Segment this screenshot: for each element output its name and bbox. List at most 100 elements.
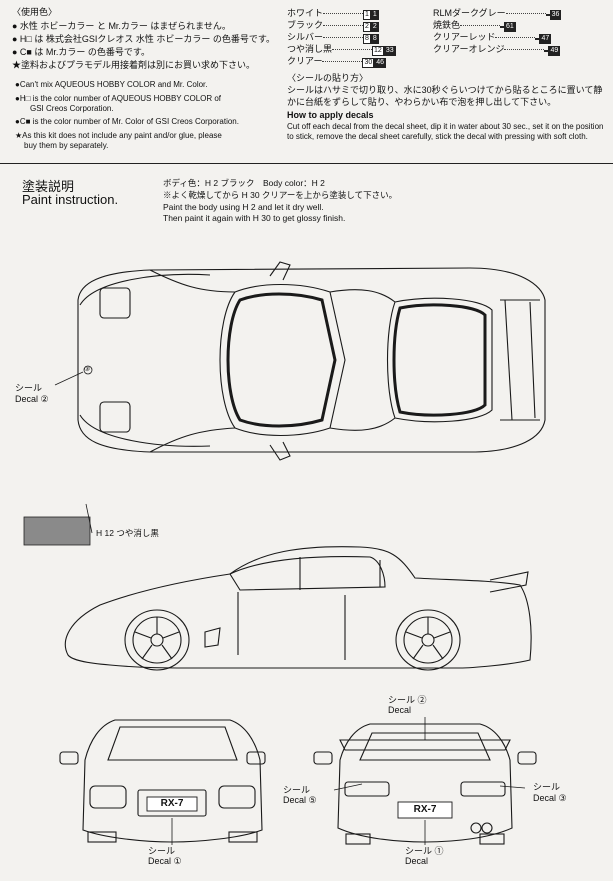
- decal-label-front-bottom-jp: シール: [148, 846, 176, 856]
- leader-dots: [460, 25, 501, 27]
- leader-dots: [323, 13, 364, 15]
- car-side-view: [64, 546, 532, 671]
- decal-label-rear-top-jp: シール ②: [388, 695, 427, 705]
- decal-label-rear-left-jp: シール: [283, 785, 311, 795]
- paint-line-3: Paint the body using H 2 and let it dry …: [163, 202, 324, 212]
- mr-color-code: 47: [539, 34, 552, 44]
- colors-en-line-2: ●H□ is the color number of AQUEOUS HOBBY…: [15, 94, 222, 103]
- colors-en-line-3: GSI Creos Corporation.: [30, 104, 114, 113]
- mr-color-code: 36: [549, 10, 562, 20]
- decal-rear-left-num: ⑤: [308, 795, 317, 805]
- paint-title-en: Paint instruction.: [22, 192, 119, 207]
- decal-label-rear-right-jp: シール: [533, 782, 561, 792]
- paint-line-1: ボディ色：H 2 ブラック Body color：H 2: [163, 178, 325, 188]
- colors-used-line-2: ● H□ は 株式会社GSIクレオス 水性 ホビーカラー の色番号です。: [12, 34, 275, 44]
- colors-used-line-1: ● 水性 ホビーカラー と Mr.カラー はまぜられません。: [12, 21, 231, 31]
- hobby-color-code: [545, 14, 550, 16]
- color-name: RLMダークグレー: [433, 8, 506, 18]
- decal-label-top-en: Decal ②: [15, 394, 49, 404]
- colors-used-line-3: ● C■ は Mr.カラー の色番号です。: [12, 47, 150, 57]
- decal-rear-left-en-text: Decal: [283, 795, 307, 805]
- decal-label-rear-right-en: Decal ③: [533, 793, 567, 803]
- leader-dots: [323, 25, 364, 27]
- leader-dots: [332, 49, 373, 51]
- hobby-color-code: 2: [363, 22, 371, 32]
- colors-en-line-1: ●Can't mix AQUEOUS HOBBY COLOR and Mr. C…: [15, 80, 208, 89]
- car-top-view: [77, 261, 546, 461]
- rear-plate: RX-7: [413, 804, 437, 815]
- car-rear-view: [313, 723, 537, 845]
- color-name: 焼鉄色: [433, 20, 461, 30]
- color-name: ホワイト: [287, 8, 324, 18]
- decal-label-front-bottom-en: Decal ①: [148, 856, 182, 866]
- swatch-label: H 12 つや消し黒: [96, 527, 159, 539]
- decal-label-top-jp: シール: [15, 383, 43, 393]
- hobby-color-code: [544, 50, 549, 52]
- color-table-row: RLMダークグレー 36: [433, 8, 562, 20]
- mr-color-code: 8: [370, 34, 379, 44]
- decal-label-rear-top-en: Decal: [388, 705, 412, 715]
- hobby-color-code: [535, 38, 540, 40]
- leader-dots: [495, 37, 536, 39]
- leader-dots: [323, 37, 364, 39]
- mr-color-code: 2: [370, 22, 379, 32]
- color-name: ブラック: [287, 20, 324, 30]
- decal-howto-title: 〈シールの貼り方〉: [287, 73, 369, 83]
- hobby-color-code: [500, 26, 505, 28]
- mr-color-code: 49: [548, 46, 561, 56]
- swatch-name: つや消し黒: [116, 528, 159, 538]
- decal-label-rear-left-en: Decal ⑤: [283, 795, 317, 805]
- decal-front-bottom-num: ①: [173, 856, 182, 866]
- car-front-view: [59, 719, 266, 843]
- hobby-color-code: 8: [363, 34, 371, 44]
- paint-line-4: Then paint it again with H 30 to get glo…: [163, 213, 346, 223]
- colors-en-line-4: ●C■ is the color number of Mr. Color of …: [15, 117, 239, 126]
- color-name: クリアー: [287, 56, 323, 66]
- color-table-row: 焼鉄色 61: [433, 20, 516, 32]
- color-table-row: クリアーオレンジ 49: [433, 44, 561, 56]
- section-divider: [0, 163, 613, 164]
- decal-rear-top-jp-text: シール: [388, 695, 416, 705]
- colors-used-line-4: ★塗料およびプラモデル用接着剤は別にお買い求め下さい。: [12, 60, 256, 70]
- decal-label-rear-bottom-jp: シール ①: [405, 846, 444, 856]
- color-name: つや消し黒: [287, 44, 333, 54]
- decal-howto-en-body: Cut off each decal from the decal sheet,…: [287, 122, 604, 141]
- decal-label-top-num: ②: [40, 394, 49, 404]
- hobby-color-code: 30: [362, 58, 375, 68]
- color-name: クリアーオレンジ: [433, 44, 505, 54]
- decal-front-bottom-en-text: Decal: [148, 856, 172, 866]
- decal-label-rear-bottom-en: Decal: [405, 856, 429, 866]
- decal-howto-body: シールはハサミで切り取り、水に30秒ぐらいつけてから貼るところに置いて静かに台紙…: [287, 85, 603, 107]
- decal-rear-right-en-text: Decal: [533, 793, 557, 803]
- hobby-color-code: 1: [363, 10, 371, 20]
- mr-color-code: 33: [383, 46, 396, 56]
- decal-label-top-en-text: Decal: [15, 394, 39, 404]
- color-swatch: [23, 516, 91, 546]
- decal-howto-en-title: How to apply decals: [287, 110, 374, 120]
- leader-dots: [505, 13, 546, 15]
- hobby-color-code: 12: [372, 46, 384, 56]
- mr-color-code: 61: [504, 22, 516, 32]
- leader-dots: [504, 49, 545, 51]
- mr-color-code: 46: [374, 58, 387, 68]
- colors-en-line-6: buy them by separately.: [24, 141, 109, 150]
- swatch-code: H 12: [96, 528, 114, 538]
- front-plate: RX-7: [160, 798, 184, 809]
- colors-used-title: 〈使用色〉: [12, 7, 58, 17]
- color-name: シルバー: [287, 32, 324, 42]
- mr-color-code: 1: [370, 10, 379, 20]
- decal-rear-bottom-jp-text: シール: [405, 846, 433, 856]
- colors-en-line-5: ★As this kit does not include any paint …: [15, 131, 222, 140]
- color-table-row: クリアーレッド 47: [433, 32, 552, 44]
- decal-rear-bottom-num: ①: [434, 846, 444, 856]
- decal-rear-right-num: ③: [558, 793, 567, 803]
- color-name: クリアーレッド: [433, 32, 496, 42]
- top-view-number: ③: [84, 366, 91, 373]
- leader-dots: [322, 61, 363, 63]
